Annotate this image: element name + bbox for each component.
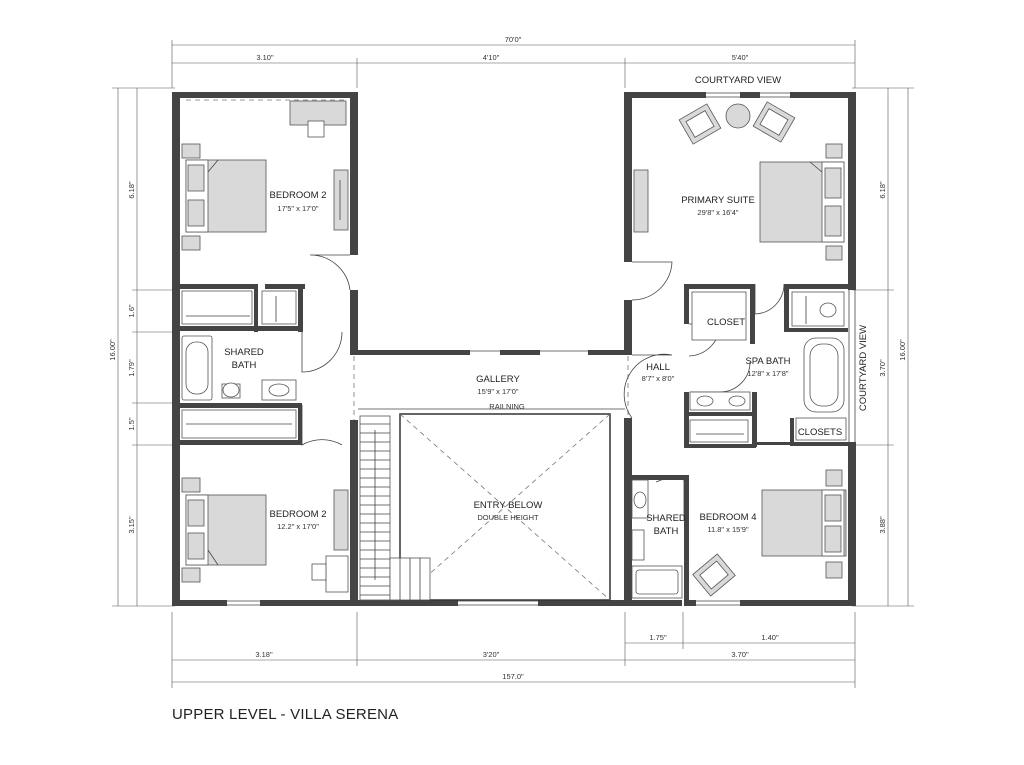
dim-left-total: 16.00" bbox=[108, 339, 117, 361]
railing-label: RAILNING bbox=[489, 402, 525, 411]
dim-left-3: 1.79" bbox=[127, 359, 136, 377]
room-label-gallery: GALLERY bbox=[476, 374, 520, 385]
room-label-entry-below: ENTRY BELOW bbox=[474, 500, 543, 511]
room-size-bedroom-2: 17'5" x 17'0" bbox=[277, 204, 318, 213]
primary-suite-furniture bbox=[633, 101, 845, 261]
room-label-spa-bath: SPA BATH bbox=[745, 356, 790, 367]
gallery-openings bbox=[186, 99, 629, 420]
room-size-primary-suite: 29'8" x 16'4" bbox=[697, 208, 738, 217]
dim-right-total: 16.00" bbox=[898, 339, 907, 361]
dim-bottom-mid: 3'20" bbox=[483, 650, 500, 659]
dim-top-mid: 4'10" bbox=[483, 53, 500, 62]
room-label-shared-bath-left-1: SHARED bbox=[224, 347, 264, 358]
dim-right-3: 3.88" bbox=[878, 516, 887, 534]
dimension-lines bbox=[112, 40, 914, 688]
entry-below-void bbox=[399, 413, 611, 601]
room-label-closets: CLOSETS bbox=[798, 427, 842, 438]
dim-right-2: 3.70" bbox=[878, 359, 887, 377]
windows bbox=[227, 92, 856, 606]
room-label-shared-bath-left-2: BATH bbox=[232, 360, 257, 371]
courtyard-view-top: COURTYARD VIEW bbox=[695, 75, 781, 86]
plan-title: UPPER LEVEL - VILLA SERENA bbox=[172, 706, 399, 723]
dim-bottom-r1: 1.75" bbox=[649, 633, 667, 642]
room-label-shared-bath-right-1: SHARED bbox=[646, 513, 686, 524]
dim-left-5: 3.15" bbox=[127, 516, 136, 534]
dim-top-total: 70'0" bbox=[505, 35, 522, 44]
courtyard-view-side: COURTYARD VIEW bbox=[858, 325, 869, 411]
bedroom-4-furniture bbox=[692, 469, 847, 597]
room-size-bedroom-4: 11.8" x 15'9" bbox=[707, 525, 749, 534]
room-label-closet: CLOSET bbox=[707, 317, 745, 328]
room-size-hall: 8'7" x 8'0" bbox=[642, 374, 675, 383]
walls bbox=[172, 92, 856, 606]
dim-bottom-r3: 3.70" bbox=[731, 650, 749, 659]
room-label-bedroom-2: BEDROOM 2 bbox=[269, 190, 326, 201]
dim-left-4: 1.5" bbox=[127, 417, 136, 430]
bedroom-2-lower-furniture bbox=[181, 477, 349, 593]
bedroom-2-furniture bbox=[181, 100, 349, 251]
dim-top-left: 3.10" bbox=[256, 53, 274, 62]
dim-right-1: 6.18" bbox=[878, 181, 887, 199]
shared-bath-right-fixtures bbox=[631, 479, 683, 599]
left-closets bbox=[181, 290, 297, 439]
dim-left-1: 6.18" bbox=[127, 181, 136, 199]
room-size-bedroom-2-lower: 12.2" x 17'0" bbox=[277, 522, 319, 531]
doors bbox=[301, 254, 785, 520]
room-label-shared-bath-right-2: BATH bbox=[654, 526, 679, 537]
room-label-hall: HALL bbox=[646, 362, 670, 373]
dim-top-right: 5'40" bbox=[732, 53, 749, 62]
dim-bottom-total: 157.0" bbox=[502, 672, 524, 681]
dim-bottom-left: 3.18" bbox=[255, 650, 273, 659]
room-label-primary-suite: PRIMARY SUITE bbox=[681, 195, 755, 206]
staircase bbox=[359, 415, 431, 601]
dim-left-2: 1.6" bbox=[127, 304, 136, 317]
room-label-bedroom-2-lower: BEDROOM 2 bbox=[269, 509, 326, 520]
dim-bottom-r2: 1.40" bbox=[761, 633, 779, 642]
room-sub-entry-below: DOUBLE HEIGHT bbox=[477, 513, 539, 522]
room-size-spa-bath: 12'8" x 17'8" bbox=[747, 369, 788, 378]
room-label-bedroom-4: BEDROOM 4 bbox=[699, 512, 756, 523]
room-labels: BEDROOM 2 17'5" x 17'0" SHARED BATH BEDR… bbox=[224, 75, 869, 537]
room-size-gallery: 15'9" x 17'0" bbox=[477, 387, 518, 396]
spa-bath-fixtures bbox=[689, 291, 847, 443]
shared-bath-left-fixtures bbox=[181, 335, 297, 401]
